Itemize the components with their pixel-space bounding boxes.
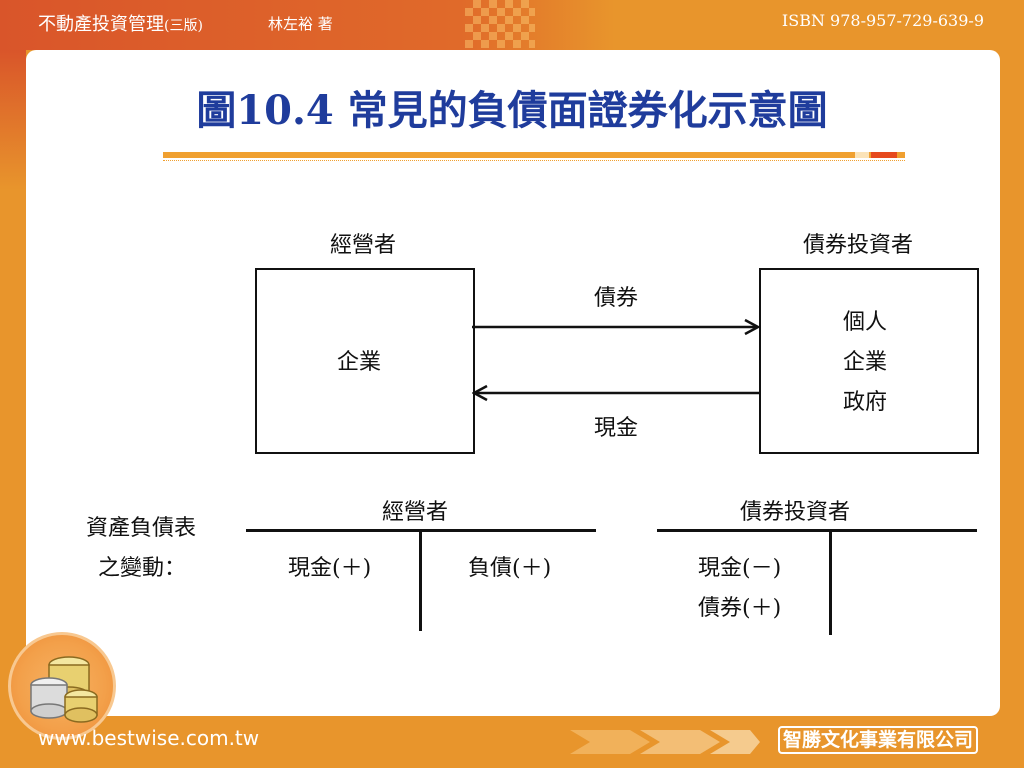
title-dotted-line (163, 160, 905, 161)
bond-arrow (472, 318, 760, 336)
balance-sheet-caption: 資產負債表 (86, 516, 197, 541)
bond-arrow-label: 債券 (594, 286, 639, 311)
coins-icon (8, 632, 116, 740)
left-entity-box: 企業 (255, 268, 475, 454)
right-entity-item: 個人 (843, 310, 888, 335)
title-underline-segment (871, 152, 897, 158)
slide-title: 圖10.4 常見的負債面證券化示意圖 (196, 87, 828, 134)
top-banner (0, 0, 1024, 50)
book-edition: (三版) (164, 18, 203, 34)
left-party-label: 經營者 (330, 233, 397, 258)
publisher-name: 智勝文化事業有限公司 (777, 726, 978, 754)
left-strip (0, 50, 26, 750)
flow-arrows (472, 318, 760, 402)
left-table-title: 經營者 (382, 500, 449, 525)
title-underline (163, 152, 905, 158)
book-author: 林左裕 著 (268, 15, 333, 33)
balance-sheet-caption: 之變動： (98, 556, 187, 581)
left-entity-label: 企業 (337, 350, 382, 375)
right-t-account-divider (829, 529, 832, 635)
right-entity-box: 個人 企業 政府 (759, 268, 979, 454)
book-title: 不動產投資管理(三版) (38, 10, 203, 36)
right-table-title: 債券投資者 (740, 500, 851, 525)
website-url[interactable]: www.bestwise.com.tw (38, 726, 260, 750)
coins-icon-drawing (30, 656, 98, 723)
right-party-label: 債券投資者 (803, 233, 914, 258)
book-title-text: 不動產投資管理 (38, 14, 164, 35)
left-debit-item: 現金(＋) (288, 556, 372, 581)
isbn: ISBN 978-957-729-639-9 (781, 11, 984, 30)
cash-arrow-label: 現金 (594, 416, 639, 441)
right-t-account-top (657, 529, 977, 532)
cash-arrow (472, 384, 760, 402)
left-t-account-divider (419, 529, 422, 631)
right-debit-item: 現金(－) (698, 556, 782, 581)
right-entity-item: 企業 (843, 350, 888, 375)
left-credit-item: 負債(＋) (468, 556, 552, 581)
right-entity-item: 政府 (843, 390, 888, 415)
checker-decoration (465, 0, 535, 48)
right-debit-item: 債券(＋) (698, 596, 782, 621)
title-underline-segment (855, 152, 869, 158)
arrow-decoration-icon (570, 730, 760, 754)
